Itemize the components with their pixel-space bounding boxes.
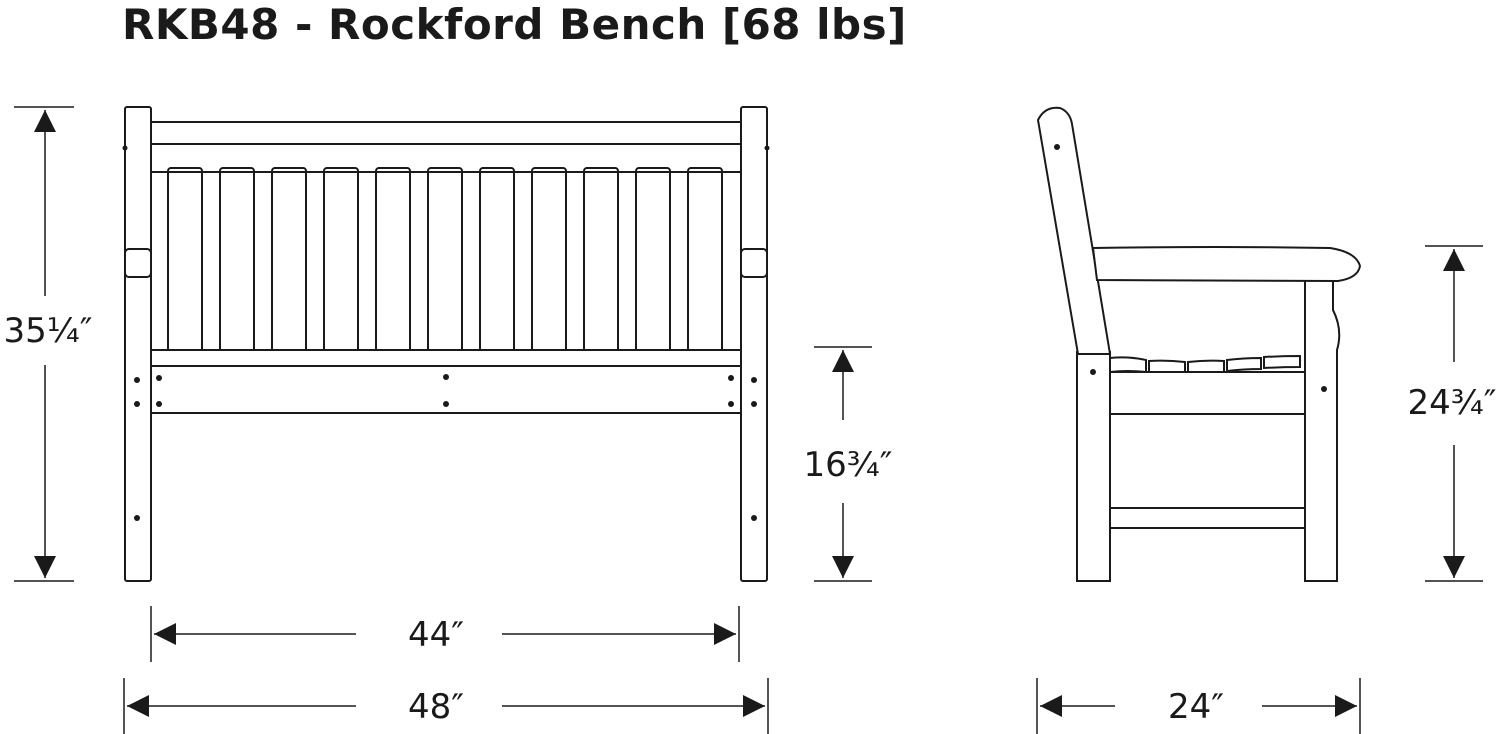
lower-stretcher [1109,507,1306,529]
arm-rest [1091,246,1362,283]
front-leg [1304,279,1341,582]
upper-stretcher [1109,371,1306,415]
left-post [124,106,152,582]
overall-height-label: 35¼″ [4,311,93,351]
front-bolts [122,145,770,521]
diagram-title: RKB48 - Rockford Bench [68 lbs] [122,0,907,49]
side-view [1036,106,1362,582]
inner-width-label: 44″ [408,615,464,655]
dimension-lines [14,106,1483,734]
right-post [740,106,768,582]
seat-edge [150,349,742,367]
side-bolts [1054,144,1327,392]
depth-label: 24″ [1168,687,1224,727]
back-slats [167,167,723,353]
overall-width-label: 48″ [408,687,464,727]
front-view [124,106,768,582]
left-arm-end [124,248,152,278]
seat-height-label: 16¾″ [804,445,893,485]
right-arm-end [740,248,768,278]
rear-leg [1076,351,1111,582]
seat-slats [1109,354,1301,375]
back-post [1036,106,1112,355]
arm-height-label: 24¾″ [1408,383,1497,423]
top-rail [150,121,742,145]
